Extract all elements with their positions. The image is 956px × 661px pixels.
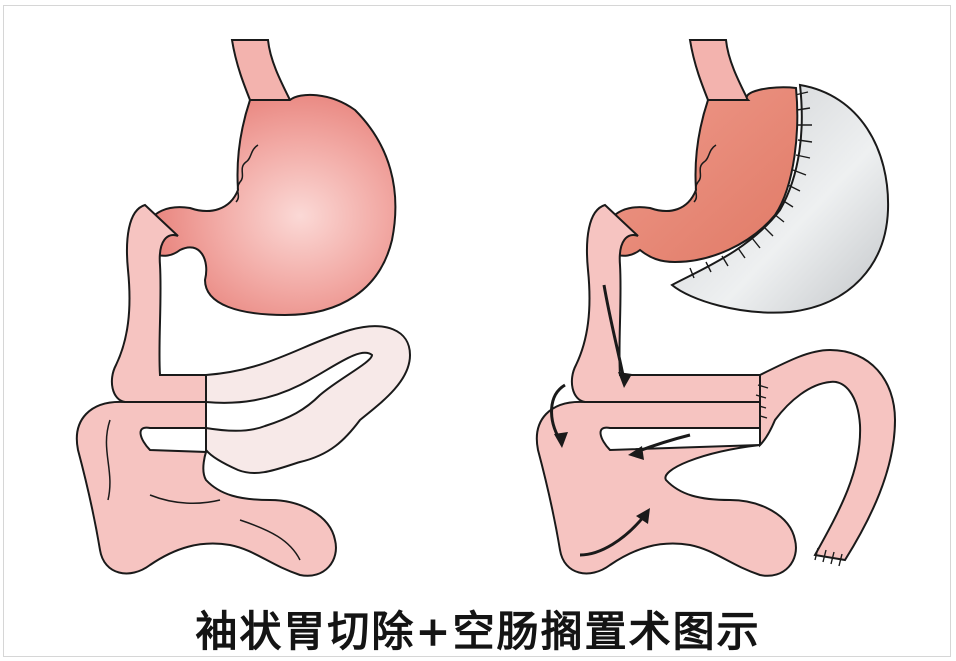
left-panel-normal-anatomy	[77, 40, 410, 576]
esophagus	[232, 40, 290, 105]
diagram-caption: 袖状胃切除+空肠搁置术图示	[0, 598, 956, 659]
bypassed-jejunal-loop	[206, 326, 410, 473]
esophagus	[690, 40, 748, 105]
right-panel-sleeve-gastrectomy	[537, 40, 895, 576]
small-intestine-loops	[537, 402, 796, 576]
stomach	[145, 95, 396, 315]
